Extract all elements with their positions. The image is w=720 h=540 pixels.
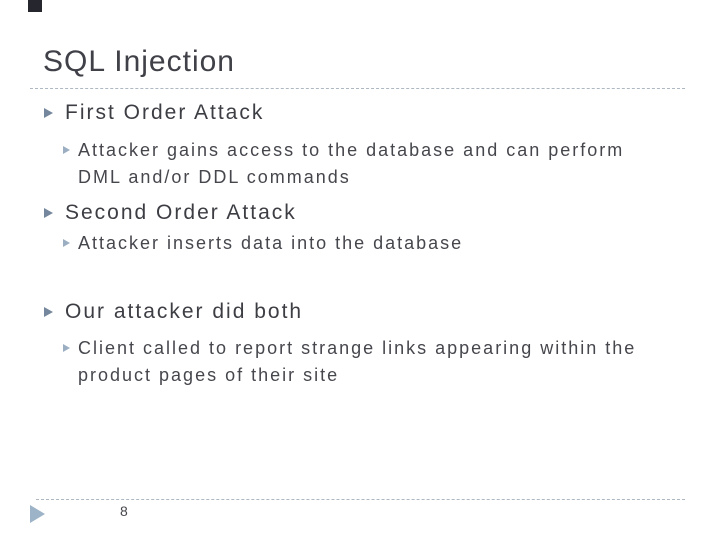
sub-bullet-label: Attacker gains access to the database an… — [78, 140, 625, 187]
page-title: SQL Injection — [43, 45, 235, 78]
title-divider — [30, 88, 685, 89]
sub-bullet-triangle-icon — [63, 146, 70, 154]
bullet-heading-second-order-attack: Second Order Attack — [44, 200, 297, 226]
corner-square-decoration — [28, 0, 42, 12]
page-number: 8 — [120, 503, 128, 519]
footer-divider — [36, 499, 685, 500]
bullet-triangle-icon — [44, 108, 53, 118]
bullet-triangle-icon — [44, 208, 53, 218]
bullet-heading-label: Second Order Attack — [65, 201, 297, 224]
sub-bullet-item: Attacker gains access to the database an… — [63, 137, 663, 191]
sub-bullet-label: Attacker inserts data into the database — [78, 233, 464, 253]
bullet-triangle-icon — [44, 307, 53, 317]
sub-bullet-triangle-icon — [63, 344, 70, 352]
bullet-heading-first-order-attack: First Order Attack — [44, 100, 264, 126]
footer-arrow-icon — [30, 505, 45, 523]
sub-bullet-triangle-icon — [63, 239, 70, 247]
bullet-heading-label: First Order Attack — [65, 101, 265, 124]
bullet-heading-our-attacker-did-both: Our attacker did both — [44, 299, 303, 325]
sub-bullet-label: Client called to report strange links ap… — [78, 338, 637, 385]
sub-bullet-item: Client called to report strange links ap… — [63, 335, 663, 389]
bullet-heading-label: Our attacker did both — [65, 300, 304, 323]
sub-bullet-item: Attacker inserts data into the database — [63, 230, 463, 257]
